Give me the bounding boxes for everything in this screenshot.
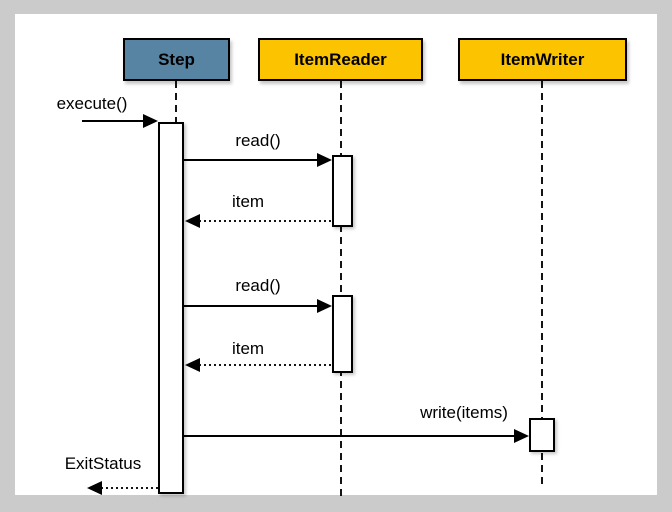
activation-itemwriter [529,418,555,452]
lifeline-step [175,81,177,125]
activation-itemreader-1 [332,155,353,227]
message-label-exitstatus: ExitStatus [64,454,142,473]
actor-label-itemreader: ItemReader [294,49,387,69]
actor-label-step: Step [158,49,195,69]
arrowhead-item-2 [185,358,200,372]
message-line-read-1 [184,159,318,161]
arrowhead-exitstatus [87,481,102,495]
arrowhead-execute [143,114,158,128]
activation-itemreader-2 [332,295,353,373]
message-line-item-1 [199,220,332,222]
arrowhead-read-2 [317,299,332,313]
message-label-read-1: read() [235,131,281,150]
message-line-exitstatus [101,487,158,489]
message-line-read-2 [184,305,318,307]
message-label-execute: execute() [56,94,128,113]
diagram-page: Step ItemReader ItemWriter execute() rea… [15,14,657,497]
message-line-write-items [184,435,515,437]
actor-header-step: Step [123,38,230,81]
actor-header-itemreader: ItemReader [258,38,423,81]
message-label-write-items: write(items) [420,403,508,422]
arrowhead-write-items [514,429,529,443]
message-line-item-2 [199,364,332,366]
lifeline-itemreader [340,81,342,497]
message-label-item-2: item [231,339,265,358]
message-label-read-2: read() [235,276,281,295]
actor-label-itemwriter: ItemWriter [500,49,585,69]
message-line-execute [82,120,144,122]
activation-step [158,122,184,494]
lifeline-itemwriter [541,81,543,484]
arrowhead-read-1 [317,153,332,167]
message-label-item-1: item [231,192,265,211]
arrowhead-item-1 [185,214,200,228]
actor-header-itemwriter: ItemWriter [458,38,627,81]
